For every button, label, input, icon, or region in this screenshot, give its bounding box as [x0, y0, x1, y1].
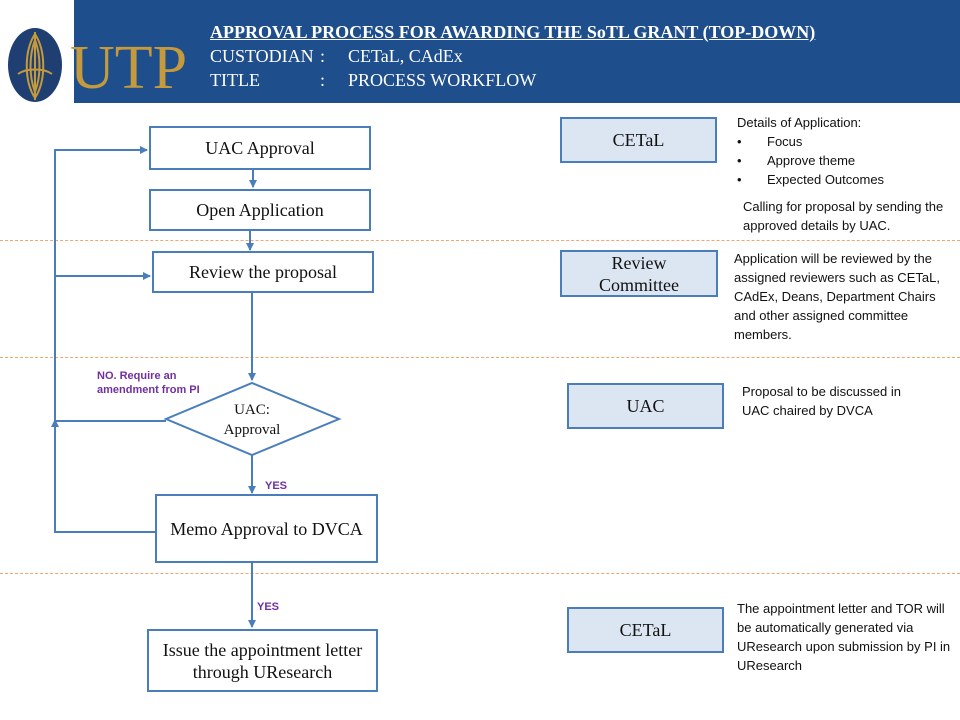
note-cetal-final: The appointment letter and TOR will be a… — [737, 601, 951, 673]
details-heading: Details of Application: — [737, 115, 862, 130]
decision-diamond — [163, 381, 342, 457]
step-review-proposal: Review the proposal — [152, 251, 374, 293]
loop-decision-to-review — [54, 272, 166, 422]
details-list: Focus Approve theme Expected Outcomes — [737, 132, 952, 189]
role-review-committee: Review Committee — [560, 250, 718, 297]
note-uac: Proposal to be discussed in UAC chaired … — [742, 384, 901, 418]
step-open-application: Open Application — [149, 189, 371, 231]
yes-label-memo: YES — [257, 601, 280, 613]
lane-divider — [0, 240, 960, 241]
note-cetal-calling: Calling for proposal by sending the appr… — [743, 199, 944, 233]
step-memo-approval: Memo Approval to DVCA — [155, 494, 378, 563]
custodian-label: CUSTODIAN — [210, 46, 314, 66]
yes-label-decision: YES — [265, 480, 288, 492]
role-uac: UAC — [567, 383, 724, 429]
note-cetal-details: Details of Application: Focus Approve th… — [737, 113, 952, 189]
custodian-value: CETaL, CAdEx — [348, 46, 463, 66]
custodian-row: CUSTODIAN: CETaL, CAdEx — [210, 44, 815, 68]
lane-divider — [0, 357, 960, 358]
details-item: Focus — [737, 132, 952, 151]
title-row: TITLE: PROCESS WORKFLOW — [210, 68, 815, 92]
decision-label: UAC: Approval — [223, 402, 281, 438]
title-label: TITLE — [210, 70, 260, 90]
loop-memo-to-uac — [54, 146, 155, 533]
step-issue-letter: Issue the appointment letter through URe… — [147, 629, 378, 692]
step-uac-approval: UAC Approval — [149, 126, 371, 170]
title-separator: : — [320, 70, 326, 90]
document-title: APPROVAL PROCESS FOR AWARDING THE SoTL G… — [210, 22, 816, 42]
title-value: PROCESS WORKFLOW — [348, 70, 537, 90]
role-cetal-final: CETaL — [567, 607, 724, 653]
lane-divider — [0, 573, 960, 574]
logo-text: UTP — [70, 34, 187, 102]
details-item: Expected Outcomes — [737, 170, 952, 189]
utp-logo: UTP — [4, 26, 204, 106]
no-branch-label: NO. Require an amendment from PI — [97, 370, 200, 396]
details-item: Approve theme — [737, 151, 952, 170]
header-band — [74, 0, 960, 103]
custodian-separator: : — [320, 46, 326, 66]
header-text-block: APPROVAL PROCESS FOR AWARDING THE SoTL G… — [210, 20, 815, 92]
note-review-committee: Application will be reviewed by the assi… — [734, 251, 940, 342]
role-cetal: CETaL — [560, 117, 717, 163]
